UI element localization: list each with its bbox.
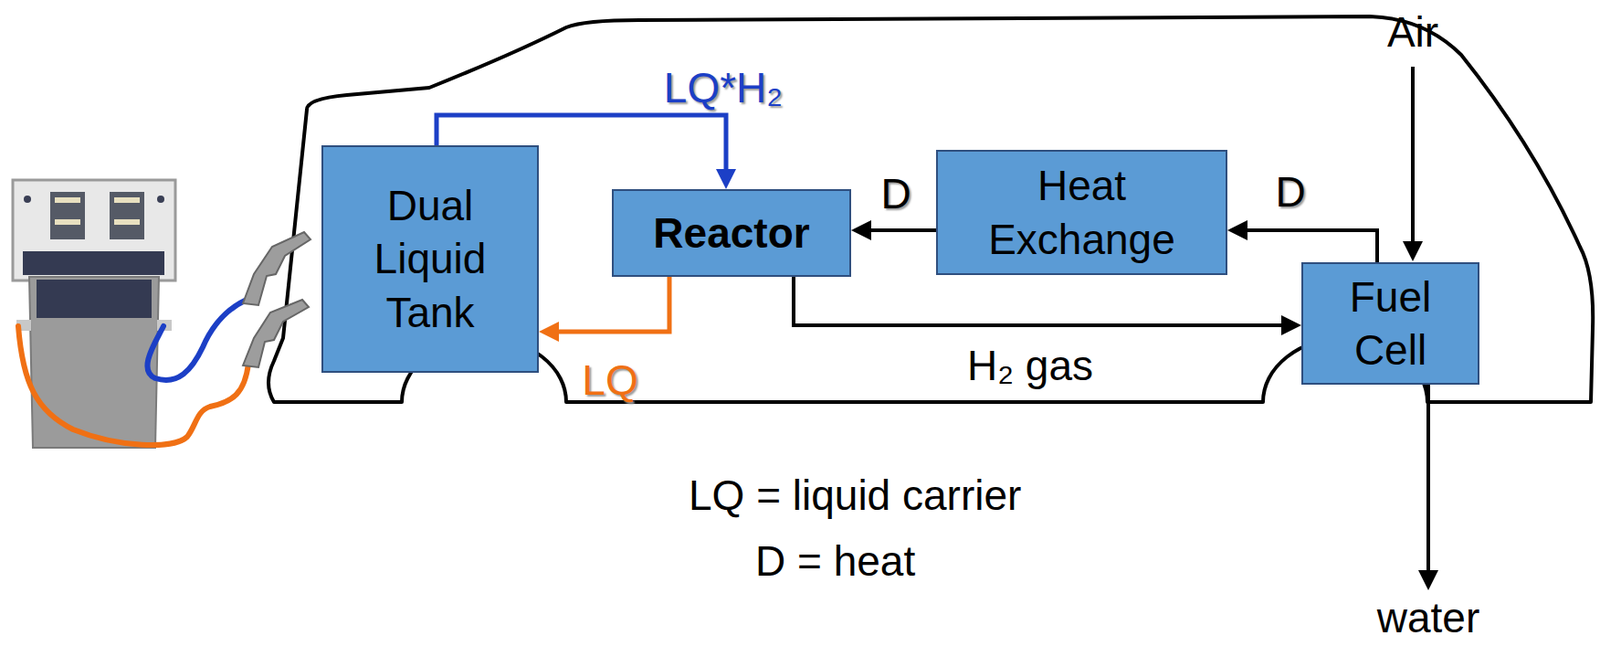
process-box: Dual Liquid Tank [321,145,539,373]
process-box: Reactor [611,189,852,277]
arrowhead [851,220,872,241]
edge-label: D [1274,168,1306,217]
edge-label: D [880,169,911,219]
box-label: Fuel Cell [1312,270,1469,378]
arrowhead [1281,315,1302,336]
arrowhead [715,168,737,190]
arrowhead [1227,220,1248,241]
connector [851,220,937,241]
text-label: water [1377,593,1480,643]
fuel-nozzle [242,299,309,368]
fuel-pump [12,179,176,448]
orange-hose [18,326,249,445]
text-label: LQ = liquid carrier [688,471,1022,520]
edge-label: H₂ gas [967,341,1094,390]
car-outline [268,16,1593,402]
blue-hose [147,299,247,380]
connector-line [793,276,1284,326]
connector [793,276,1302,336]
connector [1227,220,1378,263]
edge-label: LQ [581,356,638,405]
connector-line [869,228,937,232]
process-box: Heat Exchange [936,149,1228,275]
process-box: Fuel Cell [1301,262,1480,385]
connector [538,276,670,342]
text-label: D = heat [755,536,916,586]
box-label: Heat Exchange [947,158,1217,266]
fuel-nozzle [242,231,311,306]
connector-line [1245,230,1378,263]
connector-line [557,276,670,332]
water-arrow [1418,384,1439,590]
text-label: Air [1387,8,1439,57]
edge-label: LQ*H₂ [663,63,783,113]
arrowhead [538,321,559,342]
air-arrow [1402,66,1423,262]
box-label: Reactor [652,206,810,260]
box-label: Dual Liquid Tank [332,178,528,339]
